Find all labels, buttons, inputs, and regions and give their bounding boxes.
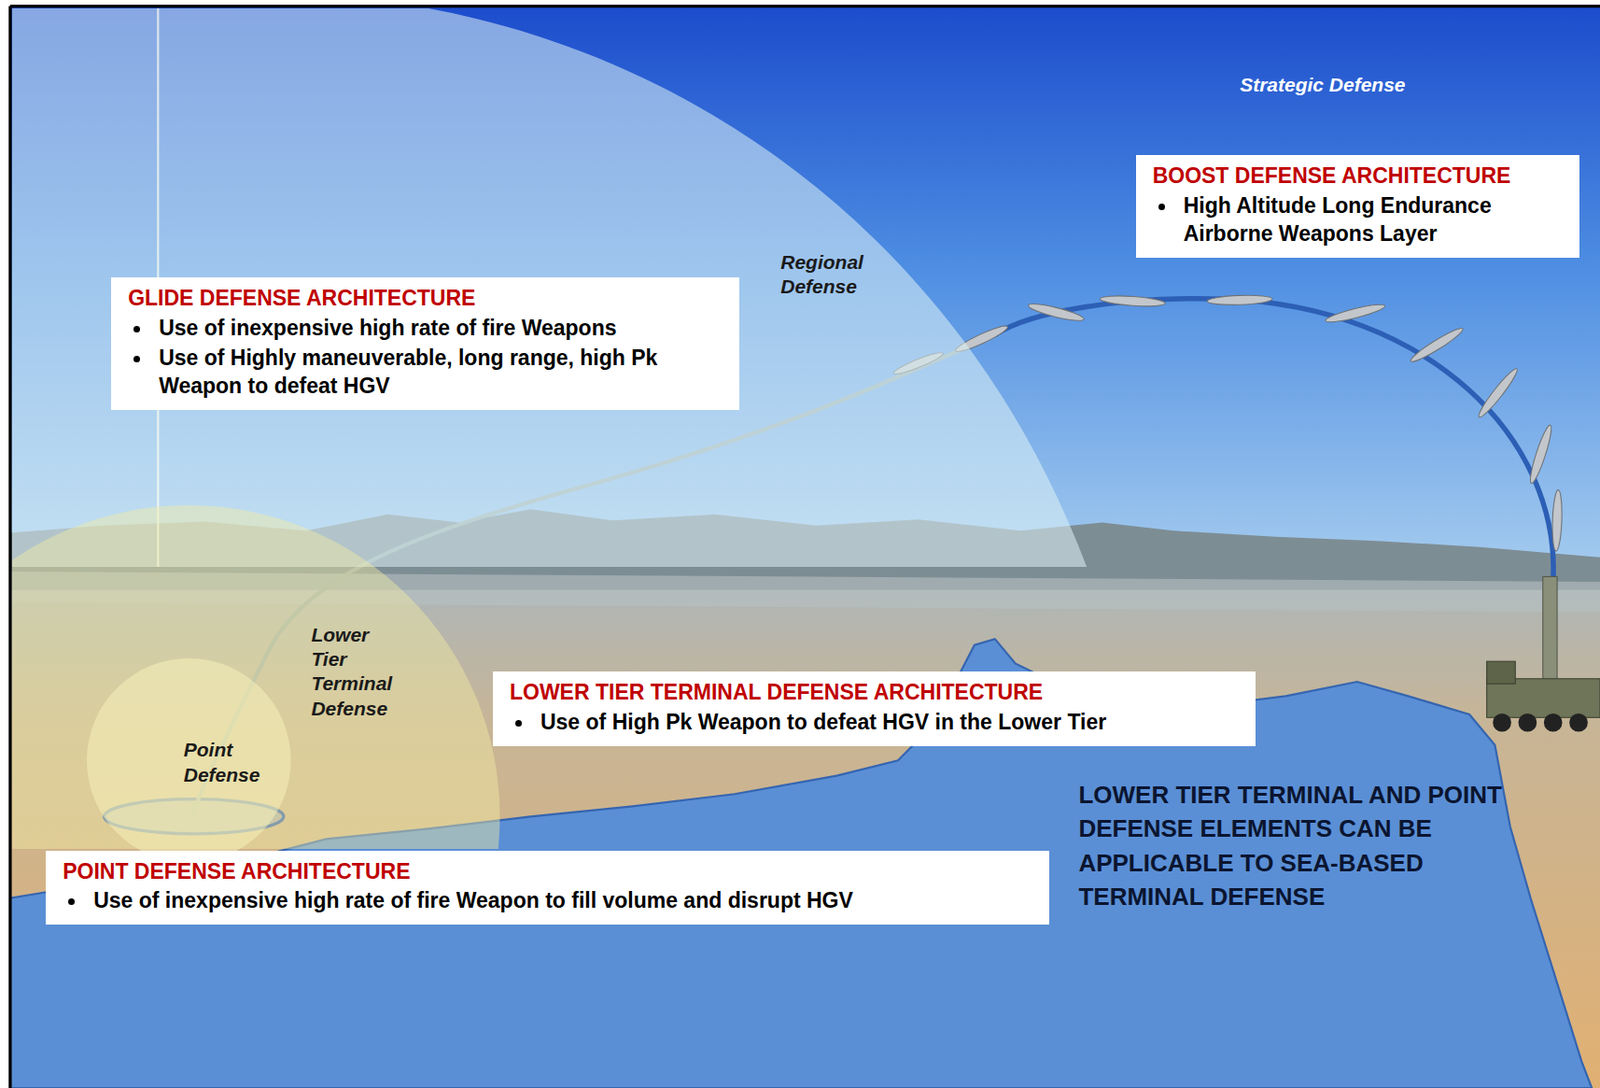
bullet-row: Use of Highly maneuverable, long range, …: [127, 344, 723, 401]
frame-line: [10, 4, 1600, 8]
truck-wheel: [1518, 713, 1538, 732]
architecture-heading: BOOST DEFENSE ARCHITECTURE: [1152, 162, 1564, 191]
dome-shape: [12, 505, 501, 849]
ocean: [10, 638, 1592, 1088]
missile-image: [1324, 301, 1387, 325]
launcher-missile: [1543, 575, 1558, 684]
truck-wheel: [1569, 713, 1588, 732]
bullet-row: Use of inexpensive high rate of fire Wea…: [127, 314, 723, 343]
bullet-dot: [133, 355, 141, 363]
launcher-truck: [1487, 575, 1600, 731]
defense-layer-label: Regional Defense: [780, 250, 884, 300]
bullet-dot: [133, 325, 141, 333]
strategic-defense-label: Strategic Defense: [1239, 73, 1405, 97]
truck-cab: [1487, 660, 1516, 684]
defense-layer-label: Point Defense: [183, 737, 273, 787]
dome-shape: [86, 658, 292, 863]
missile-image: [1099, 294, 1165, 309]
regional-defense-dome: Regional DefenseGLIDE DEFENSE ARCHITECTU…: [12, 8, 1087, 567]
bullet-row: High Altitude Long Endurance Airborne We…: [1152, 192, 1564, 249]
dome-outline: [86, 658, 292, 863]
missile-image: [1551, 489, 1563, 551]
architecture-heading: POINT DEFENSE ARCHITECTURE: [62, 857, 1033, 886]
bullet-text: Use of inexpensive high rate of fire Wea…: [93, 886, 854, 915]
lower-tier-dome: Lower Tier Terminal DefensePoint Defense: [12, 505, 501, 849]
missile-image: [1207, 294, 1273, 306]
truck-body: [1487, 678, 1600, 718]
bullet-dot: [1158, 203, 1165, 211]
dome-shape: [12, 8, 1087, 567]
boost-trajectory: [995, 298, 1554, 582]
missile-image: [1527, 423, 1556, 485]
bullet-text: High Altitude Long Endurance Airborne We…: [1183, 192, 1564, 249]
missile-image: [1475, 365, 1521, 421]
bullet-row: Use of High Pk Weapon to defeat HGV in t…: [509, 708, 1239, 737]
boost-defense-box: BOOST DEFENSE ARCHITECTUREHigh Altitude …: [1136, 154, 1581, 258]
missile-image: [1408, 324, 1466, 365]
frame-line: [8, 6, 12, 1088]
truck-wheel: [1543, 713, 1563, 732]
glide-defense-box: GLIDE DEFENSE ARCHITECTUREUse of inexpen…: [111, 277, 740, 410]
missile-image: [1026, 300, 1085, 323]
architecture-heading: LOWER TIER TERMINAL DEFENSE ARCHITECTURE: [509, 678, 1239, 707]
bullet-dot: [515, 719, 522, 727]
bullet-text: Use of Highly maneuverable, long range, …: [158, 344, 723, 401]
truck-wheel: [1492, 713, 1512, 732]
sky: [10, 6, 1600, 578]
bullet-text: Use of High Pk Weapon to defeat HGV in t…: [540, 708, 1107, 737]
bullet-text: Use of inexpensive high rate of fire Wea…: [158, 314, 617, 343]
point-defense-dome: Point Defense: [86, 658, 292, 863]
point-defense-box: POINT DEFENSE ARCHITECTUREUse of inexpen…: [45, 850, 1050, 926]
architecture-heading: GLIDE DEFENSE ARCHITECTURE: [127, 284, 723, 313]
sea-based-note: LOWER TIER TERMINAL AND POINT DEFENSE EL…: [1078, 777, 1527, 914]
lower-tier-box: LOWER TIER TERMINAL DEFENSE ARCHITECTURE…: [492, 671, 1256, 746]
defense-layer-label: Lower Tier Terminal Defense: [310, 622, 400, 721]
bullet-row: Use of inexpensive high rate of fire Wea…: [62, 886, 1033, 915]
bullet-dot: [68, 898, 75, 905]
